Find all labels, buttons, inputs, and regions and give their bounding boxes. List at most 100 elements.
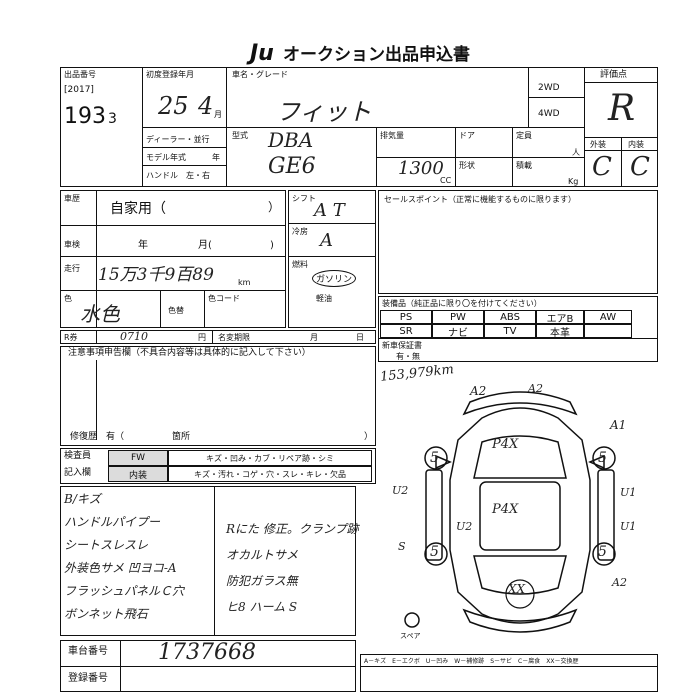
usage-block — [60, 190, 286, 328]
mileage-value: 15万3千9百89 — [98, 265, 214, 285]
inspector-interior: 内装 — [108, 466, 168, 482]
sales-point-label: セールスポイント（正常に機能するものに限ります） — [384, 195, 576, 204]
registration-label: 初度登録年月 — [146, 70, 194, 79]
recycle-row — [60, 330, 376, 344]
mark-s: S — [398, 540, 406, 553]
load-label: 積載 — [516, 161, 532, 170]
sales-point-box — [378, 190, 658, 294]
equipment-item — [584, 324, 632, 338]
inspector-label-2: 記入欄 — [64, 468, 92, 478]
car-diagram — [404, 391, 616, 633]
remark-line: ボンネット飛石 — [64, 607, 148, 621]
lot-year-tag: [2017] — [64, 85, 94, 95]
equipment-item: PS — [380, 310, 432, 324]
header: Ju オークション出品申込書 — [250, 40, 550, 66]
inspector-label-1: 検査員 — [64, 451, 92, 461]
model-year-label: モデル年式 — [146, 153, 186, 162]
inspector-interior-marks: キズ・汚れ・コゲ・穴・スレ・キレ・欠品 — [168, 466, 372, 482]
lot-label: 出品番号 — [64, 70, 96, 79]
remark-line: B/キズ — [64, 492, 101, 506]
color-label: 色 — [64, 294, 72, 303]
tire-mark-fr: 5 — [598, 450, 607, 466]
dealer-label: ディーラー・並行 — [146, 135, 210, 144]
equipment-item: AW — [584, 310, 632, 324]
displacement-unit: CC — [440, 176, 452, 185]
type-value-1: DBA — [268, 128, 314, 152]
color-swap-label: 色替 — [168, 306, 184, 315]
chassis-value: 1737668 — [158, 640, 256, 665]
shift-block — [288, 190, 376, 328]
mark-u2-mid: U2 — [456, 520, 473, 533]
inspector-box — [60, 448, 376, 484]
category-label: 車歴 — [64, 194, 80, 203]
equipment-box — [378, 296, 658, 362]
remark-line: フラッシュパネルＣ穴 — [64, 584, 185, 598]
mark-p4x-roof: P4X — [492, 502, 519, 517]
name-change-day: 日 — [356, 333, 364, 342]
ac-label: 冷房 — [292, 227, 308, 236]
mark-a2-rear: A2 — [612, 576, 627, 589]
chassis-label: 車台番号 — [68, 646, 108, 657]
color-code-label: 色コード — [208, 294, 240, 303]
model-year-unit: 年 — [212, 153, 220, 162]
legend-box — [360, 654, 658, 692]
displacement-value: 1300 — [398, 158, 444, 179]
name-change-unit: 月 — [310, 333, 318, 342]
shift-label: シフト — [292, 194, 316, 203]
reg-number-label: 登録番号 — [68, 673, 108, 684]
color-value: 水色 — [80, 302, 120, 326]
displacement-label: 排気量 — [380, 131, 404, 140]
equipment-item: SR — [380, 324, 432, 338]
registration-month: 4 — [198, 92, 214, 120]
mark-p4x-hood: P4X — [492, 437, 519, 452]
wd2-label: 2WD — [538, 83, 560, 93]
notes-box — [60, 346, 376, 446]
fuel-label: 燃料 — [292, 260, 308, 269]
exterior-value: C — [592, 152, 612, 182]
form-title: オークション出品申込書 — [282, 45, 470, 65]
mark-xx: XX — [508, 582, 526, 596]
equipment-item: 本革 — [536, 324, 584, 339]
tire-mark-rr: 5 — [598, 544, 607, 560]
inspection-close: ) — [270, 240, 274, 251]
door-label: ドア — [459, 131, 475, 140]
shift-value: A T — [314, 200, 345, 221]
mileage-label: 走行 — [64, 264, 80, 273]
fuel-value-1: ガソリン — [312, 270, 357, 287]
name-change-label: 名変期限 — [218, 333, 250, 342]
remark-line: 外装色サメ 凹ヨコ-A — [64, 561, 177, 575]
recycle-unit: 円 — [198, 333, 206, 342]
remark-line-right: Rにた 修正。クランプ跡 — [226, 522, 359, 536]
notes-label: 注意事項申告欄（不具合内容等は具体的に記入して下さい） — [68, 348, 311, 358]
wd4-label: 4WD — [538, 109, 560, 119]
mark-u1-right-low: U1 — [620, 520, 637, 533]
inspector-fw-marks: キズ・凹み・カブ・リペア跡・シミ — [168, 450, 372, 466]
inspector-fw: FW — [108, 450, 168, 466]
registration-month-unit: 月 — [214, 110, 222, 119]
remark-line-right: ヒ8 ハーム S — [226, 600, 298, 614]
top-block — [60, 67, 658, 187]
category-value: 自家用（ — [110, 201, 166, 217]
ac-value: A — [320, 230, 333, 251]
shape-label: 形状 — [459, 161, 475, 170]
load-unit: Kg — [568, 177, 579, 186]
mark-a2-top: A2 — [470, 384, 487, 398]
registration-year: 25 — [158, 92, 189, 120]
repair-label: 修復歴 有（ — [70, 432, 125, 442]
equipment-item: TV — [484, 324, 536, 338]
rating-label: 評価点 — [600, 70, 628, 80]
exterior-label: 外装 — [590, 140, 606, 149]
remark-line-right: 防犯ガラス無 — [226, 574, 298, 588]
inspection-year: 年 — [138, 240, 148, 251]
equipment-item: PW — [432, 310, 484, 324]
remark-line: シートスレスレ — [64, 538, 149, 552]
new-car-warranty-value: 有・無 — [396, 352, 420, 361]
fuel-value-2: 軽油 — [316, 294, 332, 303]
inspection-month: 月( — [198, 240, 212, 251]
mileage-unit: km — [238, 278, 251, 287]
ju-logo: Ju — [250, 41, 274, 66]
remarks-box — [60, 486, 356, 636]
rating-value: R — [608, 88, 636, 129]
new-car-warranty-label: 新車保証書 — [382, 341, 422, 350]
